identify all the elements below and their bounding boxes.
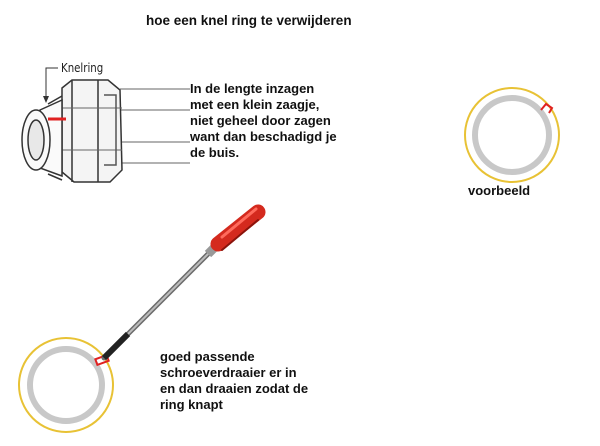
knelring-leader: [45, 67, 58, 100]
page-title: hoe een knel ring te verwijderen: [146, 13, 352, 28]
pipe-end: [21, 95, 63, 181]
example-ring-diagram: [464, 87, 560, 183]
example-cut-notch: [540, 102, 554, 114]
example-label: voorbeeld: [468, 183, 531, 198]
screwdriver: [101, 204, 266, 361]
ring-with-screwdriver: [18, 337, 114, 433]
step1-instructions: In de lengte inzagen met een klein zaagj…: [190, 81, 337, 160]
step2-instructions: goed passende schroeverdraaier er in en …: [160, 349, 309, 412]
knelring-label: Knelring: [61, 61, 104, 75]
fitting-nut: [61, 79, 123, 183]
